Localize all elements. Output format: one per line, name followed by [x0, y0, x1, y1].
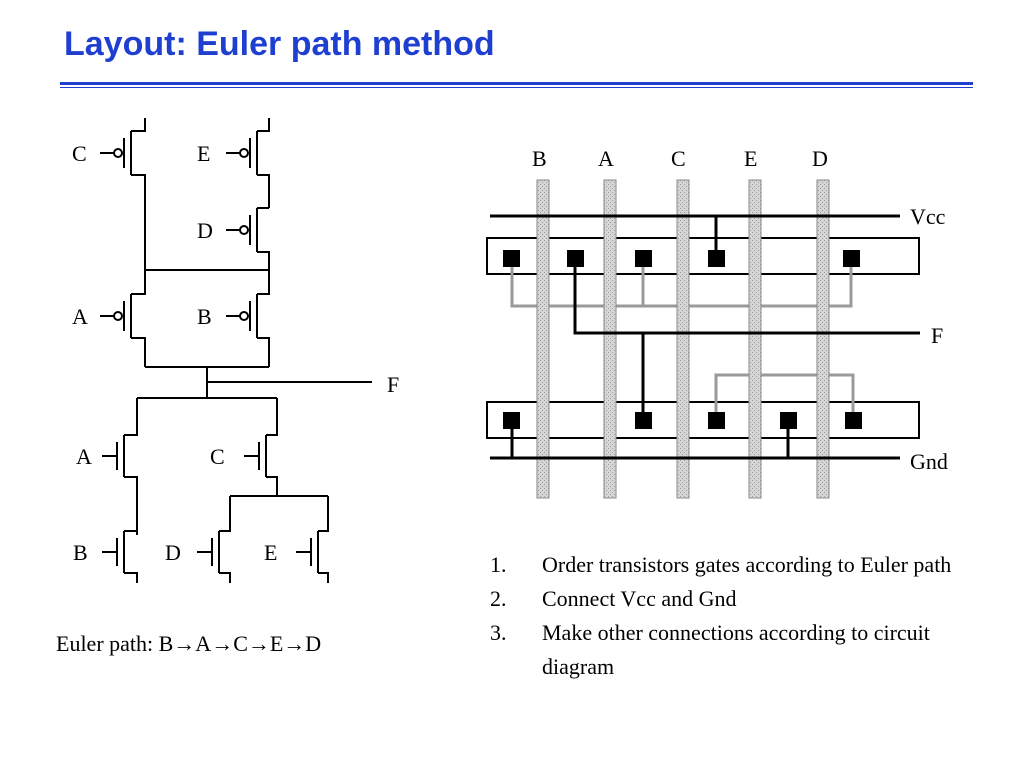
nmos-gate-label-d: D	[165, 540, 181, 565]
slide-title: Layout: Euler path method	[64, 25, 495, 63]
pmos-gate-label-a: A	[72, 304, 88, 329]
title-underline	[60, 82, 973, 85]
poly-gate-e	[748, 179, 762, 499]
pmos-gate-label-d: D	[197, 218, 213, 243]
nmos-transistor-c	[244, 398, 278, 496]
nmos-gate-label-b: B	[73, 540, 88, 565]
step-number: 1.	[490, 552, 507, 577]
nmos-transistor-e	[296, 496, 329, 583]
nmos-transistor-a	[102, 398, 138, 535]
column-label-a: A	[598, 146, 614, 171]
list-item: 1. Order transistors gates according to …	[490, 548, 970, 582]
pmos-transistor-c	[100, 118, 146, 270]
nmos-transistor-d	[197, 496, 231, 583]
step-number: 3.	[490, 620, 507, 645]
step-number: 2.	[490, 586, 507, 611]
vcc-label: Vcc	[910, 204, 946, 229]
nmos-gate-label-a: A	[76, 444, 92, 469]
step-text: Order transistors gates according to Eul…	[542, 552, 952, 577]
step-text: Make other connections according to circ…	[542, 620, 930, 679]
column-label-e: E	[744, 146, 757, 171]
step-text: Connect Vcc and Gnd	[542, 586, 737, 611]
steps-list: 1. Order transistors gates according to …	[490, 548, 970, 684]
pmos-gate-label-b: B	[197, 304, 212, 329]
poly-gate-b	[536, 179, 550, 499]
column-label-c: C	[671, 146, 686, 171]
nmos-gate-label-e: E	[264, 540, 277, 565]
n-diffusion	[486, 401, 920, 439]
poly-gates	[536, 179, 830, 499]
list-item: 2. Connect Vcc and Gnd	[490, 582, 970, 616]
gnd-label: Gnd	[910, 449, 948, 474]
output-node	[137, 366, 372, 399]
pmos-gate-label-c: C	[72, 141, 87, 166]
poly-gate-a	[603, 179, 617, 499]
pmos-gate-label-e: E	[197, 141, 210, 166]
output-label-f: F	[387, 372, 399, 397]
layout-diagram	[486, 179, 920, 499]
pmos-transistor-b	[226, 270, 270, 367]
title-underline-thin	[60, 87, 973, 88]
pmos-transistor-d	[226, 207, 270, 270]
nmos-transistor-b	[102, 530, 138, 583]
euler-path-caption: Euler path: B→A→C→E→D	[56, 631, 322, 656]
pmos-transistor-e	[226, 118, 270, 208]
contacts	[503, 250, 862, 429]
list-item: 3. Make other connections according to c…	[490, 616, 970, 684]
cmos-schematic	[100, 118, 372, 583]
poly-gate-d	[816, 179, 830, 499]
output-rail-label: F	[931, 323, 943, 348]
nmos-gate-label-c: C	[210, 444, 225, 469]
metal-rails	[490, 214, 920, 460]
column-label-b: B	[532, 146, 547, 171]
pmos-transistor-a	[100, 270, 146, 367]
column-label-d: D	[812, 146, 828, 171]
poly-gate-c	[676, 179, 690, 499]
